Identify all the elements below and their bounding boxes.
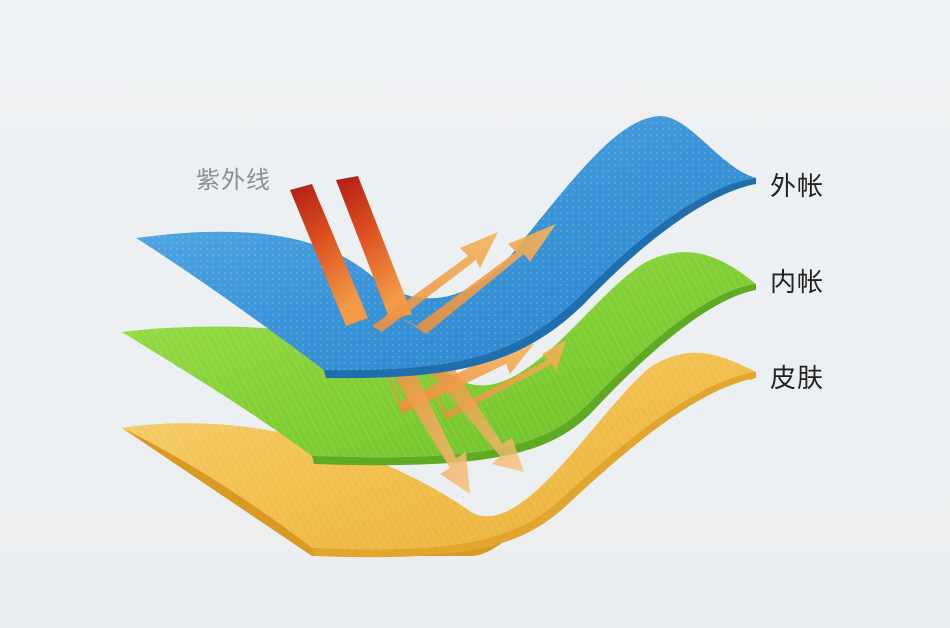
reflection-arrows-outer xyxy=(346,224,556,334)
outer-layer xyxy=(136,116,756,379)
reflection-arrows-inner xyxy=(378,340,566,494)
skin-label: 皮肤 xyxy=(770,364,825,394)
skin-layer xyxy=(122,352,756,558)
outer-layer-label: 外帐 xyxy=(770,172,825,202)
uv-label: 紫外线 xyxy=(196,166,271,194)
inner-layer xyxy=(122,252,756,466)
uv-ray-arrows xyxy=(290,176,412,326)
inner-layer-label: 内帐 xyxy=(770,268,825,298)
